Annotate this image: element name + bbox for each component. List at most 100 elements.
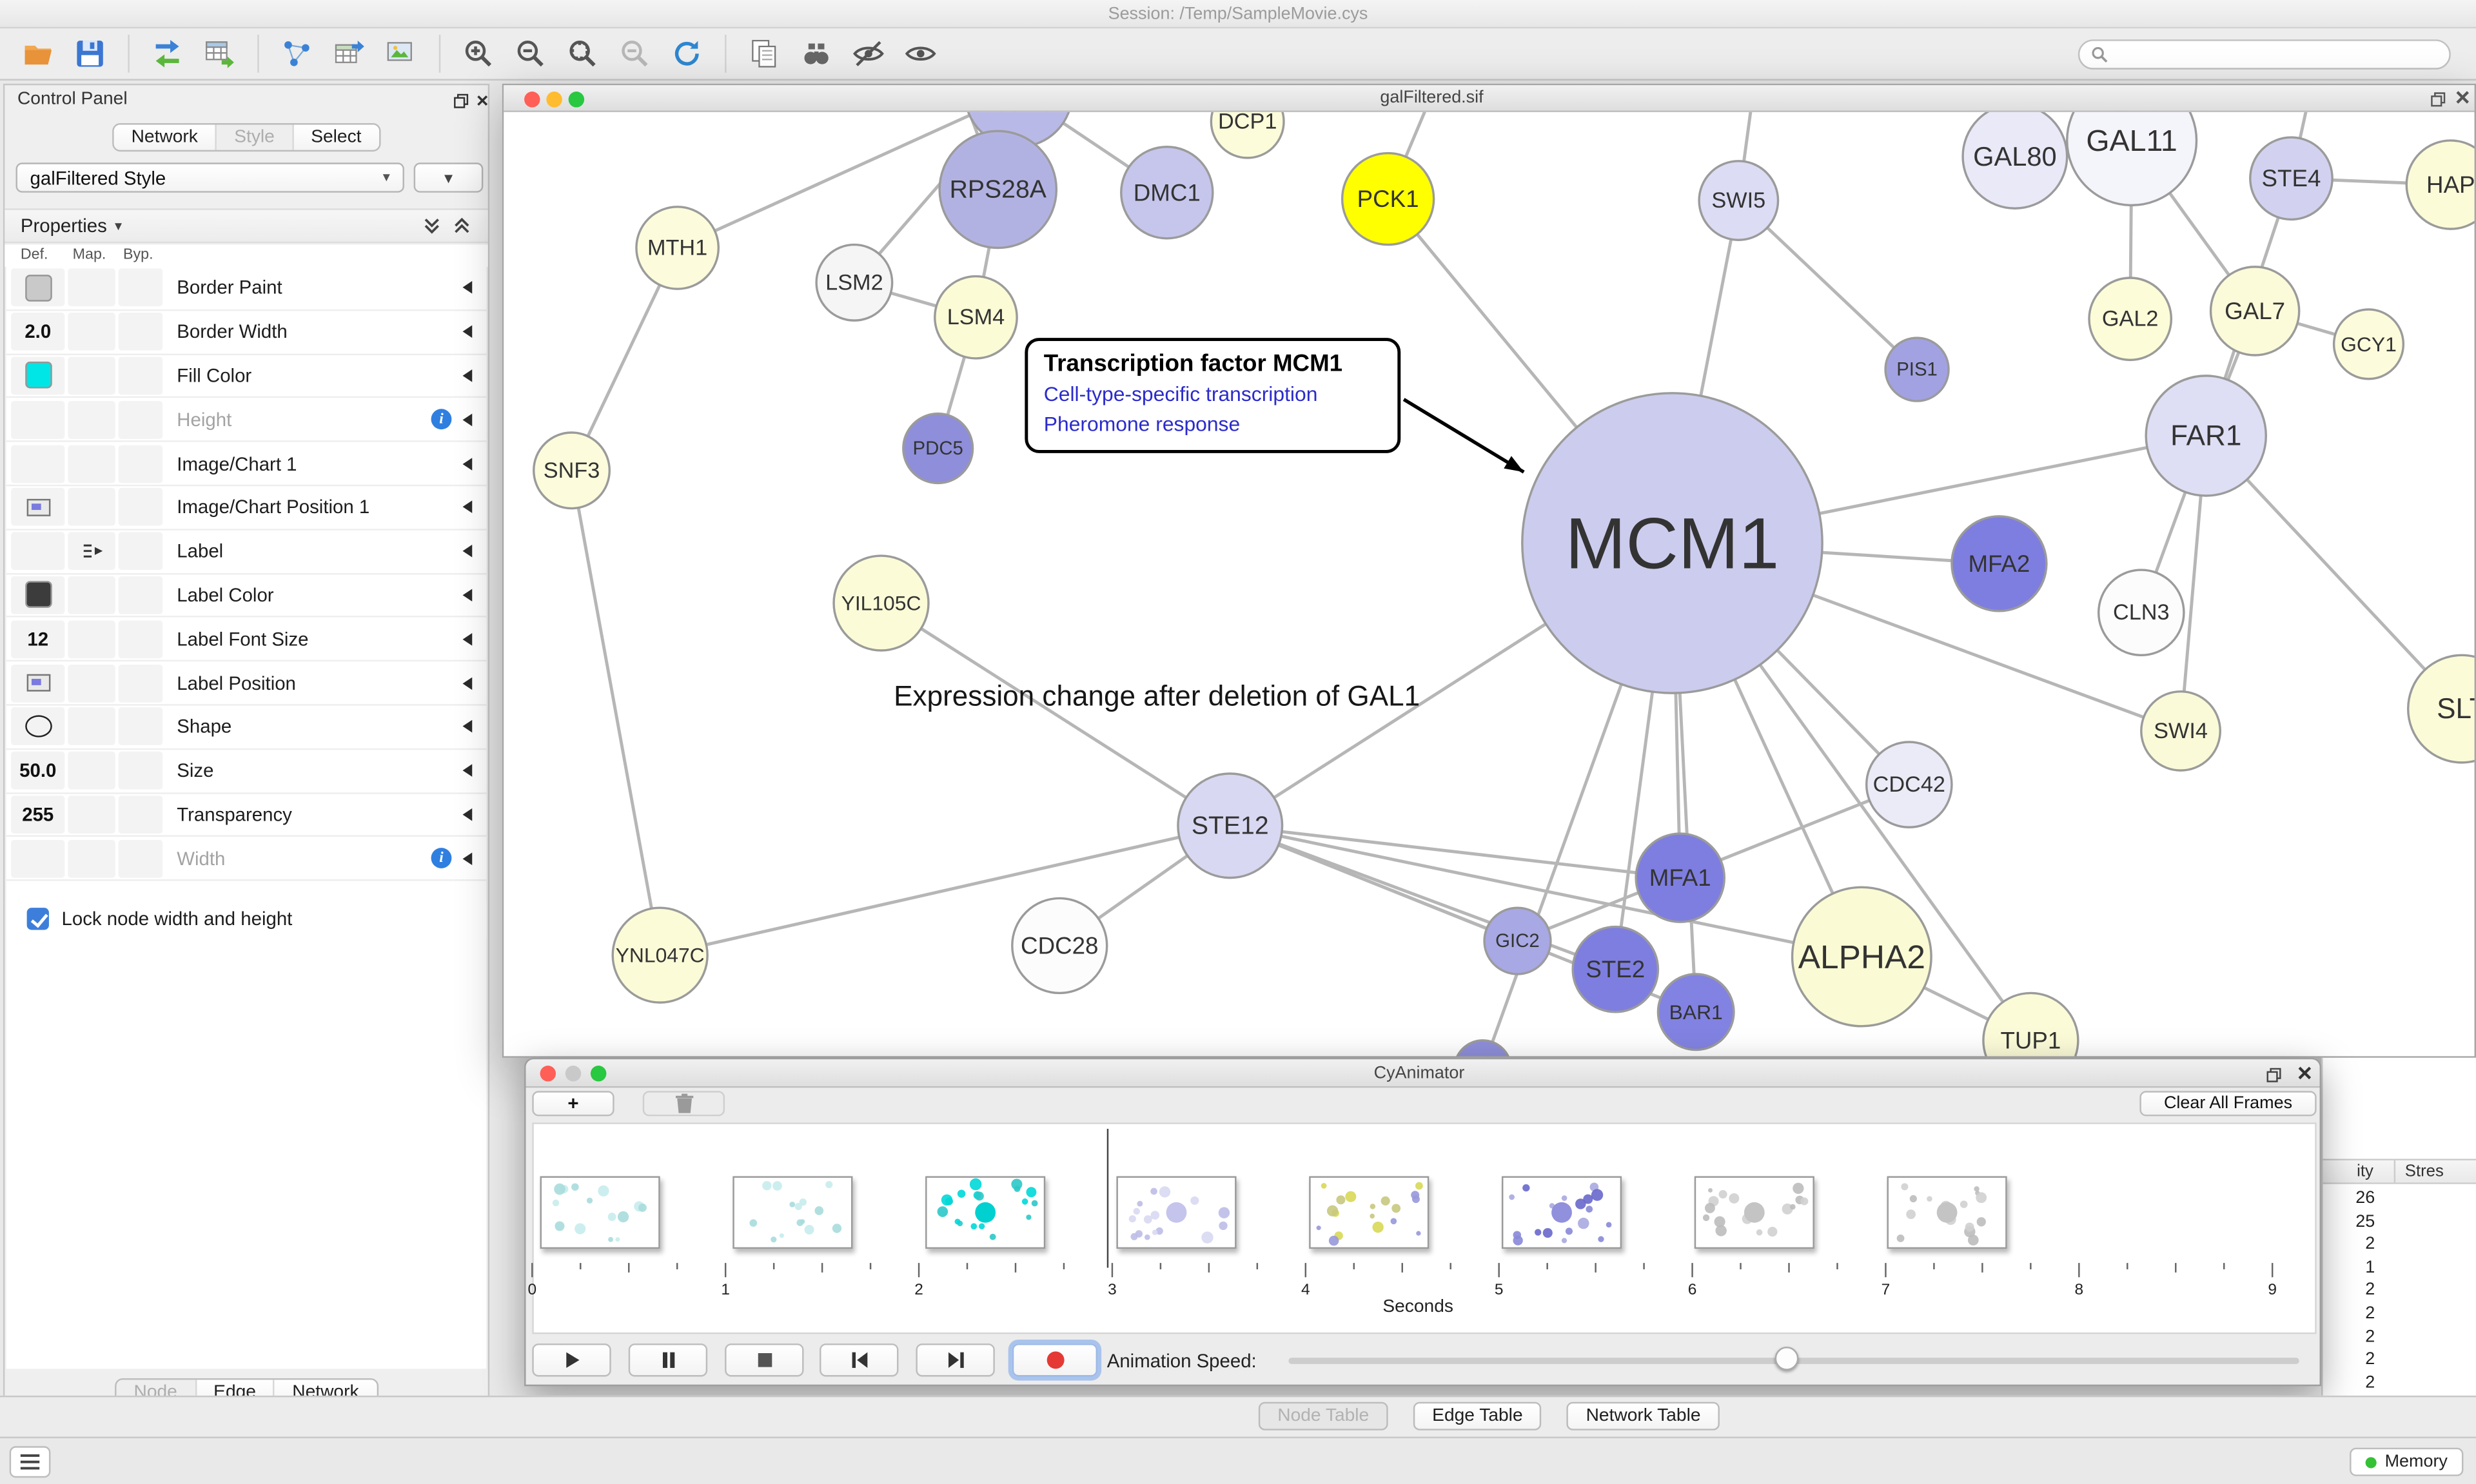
animation-frame-1[interactable] <box>540 1176 660 1249</box>
import-table-icon[interactable] <box>197 33 242 74</box>
hide-selected-icon[interactable] <box>847 33 891 74</box>
table-tab-node-table[interactable]: Node Table <box>1258 1401 1388 1430</box>
network-edge[interactable] <box>676 112 1019 249</box>
record-button[interactable] <box>1012 1343 1098 1377</box>
animation-speed-slider-thumb[interactable] <box>1774 1346 1799 1371</box>
network-node-DCP1[interactable] <box>1210 112 1285 159</box>
expand-arrow-icon[interactable] <box>462 589 473 601</box>
network-node-STE2[interactable] <box>1571 925 1660 1013</box>
network-node-STE12[interactable] <box>1177 772 1284 879</box>
annotation-link[interactable]: Pheromone response <box>1043 412 1241 436</box>
expand-arrow-icon[interactable] <box>462 764 473 777</box>
close-panel-icon[interactable]: × <box>476 87 489 112</box>
property-row-image-chart-position-1[interactable]: Image/Chart Position 1 <box>6 486 487 531</box>
float-window-icon[interactable] <box>2427 88 2448 109</box>
property-row-fill-color[interactable]: Fill Color <box>6 355 487 399</box>
style-options-button[interactable]: ▼ <box>413 162 484 193</box>
network-node-CDC28[interactable] <box>1011 897 1108 995</box>
network-node-GCY1[interactable] <box>2332 308 2405 380</box>
network-node-SNF3[interactable] <box>533 431 611 510</box>
expand-arrow-icon[interactable] <box>462 501 473 514</box>
annotation-link[interactable]: Cell-type-specific transcription <box>1043 382 1318 406</box>
network-node-SWI4[interactable] <box>2140 690 2221 772</box>
network-edge[interactable] <box>1230 824 1680 880</box>
lock-size-checkbox[interactable] <box>26 908 49 930</box>
save-session-icon[interactable] <box>68 33 112 74</box>
network-node-GIC2[interactable] <box>1483 906 1552 975</box>
annotation-box[interactable]: Transcription factor MCM1 Cell-type-spec… <box>1025 338 1401 453</box>
expand-arrow-icon[interactable] <box>462 457 473 470</box>
close-traffic-light[interactable] <box>524 90 540 107</box>
network-node-GAL80[interactable] <box>1961 112 2068 210</box>
control-panel-tab-network[interactable]: Network <box>113 124 215 150</box>
close-traffic-light[interactable] <box>540 1066 556 1082</box>
expand-arrow-icon[interactable] <box>462 808 473 821</box>
table-column-header[interactable]: ity <box>2323 1160 2396 1183</box>
animation-frame-7[interactable] <box>1694 1176 1814 1249</box>
table-cell[interactable]: 2 <box>2365 1373 2375 1392</box>
import-network-icon[interactable] <box>145 33 190 74</box>
network-node-SLT[interactable] <box>2407 654 2475 764</box>
network-edge[interactable] <box>660 824 1231 957</box>
network-node-PCK1[interactable] <box>1341 151 1435 246</box>
network-node-GAL11[interactable] <box>2066 112 2198 207</box>
network-window-titlebar[interactable]: galFiltered.sif × <box>504 84 2475 112</box>
animation-frame-3[interactable] <box>925 1176 1045 1249</box>
property-row-label-color[interactable]: Label Color <box>6 574 487 618</box>
network-node-DMC1[interactable] <box>1120 146 1214 240</box>
play-button[interactable] <box>532 1343 611 1377</box>
table-cell[interactable]: 2 <box>2365 1281 2375 1300</box>
minimize-traffic-light[interactable] <box>565 1066 582 1082</box>
network-edge[interactable] <box>880 601 1232 827</box>
table-cell[interactable]: 2 <box>2365 1350 2375 1369</box>
control-panel-tab-select[interactable]: Select <box>291 124 379 150</box>
property-row-label-position[interactable]: Label Position <box>6 661 487 706</box>
binoculars-icon[interactable] <box>794 33 839 74</box>
animation-frame-6[interactable] <box>1501 1176 1622 1249</box>
network-node-PIS1[interactable] <box>1884 337 1950 402</box>
control-panel-tab-style[interactable]: Style <box>215 124 292 150</box>
zoom-fit-icon[interactable] <box>560 33 605 74</box>
search-box[interactable] <box>2078 39 2451 69</box>
expand-arrow-icon[interactable] <box>462 632 473 646</box>
network-node-SWI5[interactable] <box>1698 160 1780 241</box>
network-from-selection-icon[interactable] <box>275 33 319 74</box>
network-node-bottom1[interactable] <box>1455 1039 1511 1057</box>
table-cell[interactable]: 25 <box>2355 1211 2375 1231</box>
info-icon[interactable]: i <box>431 409 452 430</box>
network-node-CLN3[interactable] <box>2097 569 2185 657</box>
add-frame-button[interactable]: + <box>532 1091 614 1117</box>
last-frame-button[interactable] <box>916 1343 995 1377</box>
zoom-traffic-light[interactable] <box>590 1066 607 1082</box>
show-panels-button[interactable] <box>9 1446 51 1478</box>
table-tab-edge-table[interactable]: Edge Table <box>1413 1401 1542 1430</box>
float-window-icon[interactable] <box>2263 1064 2283 1085</box>
open-session-icon[interactable] <box>15 33 60 74</box>
network-node-HAP[interactable] <box>2405 139 2475 230</box>
stop-button[interactable] <box>725 1343 804 1377</box>
animation-frame-5[interactable] <box>1309 1176 1430 1249</box>
expand-arrow-icon[interactable] <box>462 676 473 690</box>
expand-arrow-icon[interactable] <box>462 369 473 382</box>
network-node-RPS28A[interactable] <box>938 130 1058 249</box>
collapse-all-icon[interactable] <box>422 217 442 235</box>
network-edge[interactable] <box>1737 199 1918 371</box>
table-tab-network-table[interactable]: Network Table <box>1567 1401 1720 1430</box>
network-node-MTH1[interactable] <box>635 206 720 290</box>
expand-arrow-icon[interactable] <box>462 720 473 734</box>
property-row-image-chart-1[interactable]: Image/Chart 1 <box>6 442 487 487</box>
network-node-MFA2[interactable] <box>1950 515 2048 612</box>
zoom-out-icon[interactable] <box>509 33 553 74</box>
timeline-playhead[interactable] <box>1106 1129 1109 1268</box>
property-row-border-paint[interactable]: Border Paint <box>6 266 487 311</box>
network-node-LSM2[interactable] <box>815 243 894 322</box>
table-cell[interactable]: 2 <box>2365 1303 2375 1323</box>
network-node-STE4[interactable] <box>2249 136 2334 221</box>
animation-frame-4[interactable] <box>1117 1176 1237 1249</box>
clear-all-frames-button[interactable]: Clear All Frames <box>2139 1091 2317 1117</box>
memory-button[interactable]: Memory <box>2350 1447 2464 1476</box>
expand-arrow-icon[interactable] <box>462 281 473 295</box>
